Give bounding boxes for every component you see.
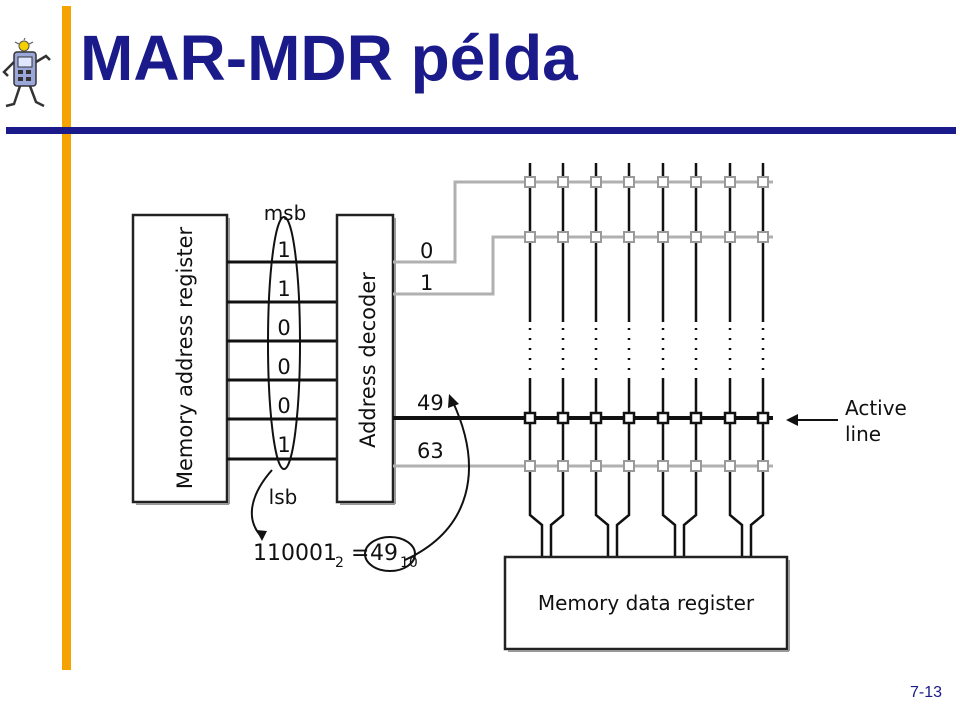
- address-bit-3: 0: [277, 355, 290, 379]
- equation-equals: =: [351, 541, 369, 566]
- msb-label: msb: [264, 201, 307, 225]
- memory-cell: [690, 176, 702, 188]
- memory-columns: [523, 163, 770, 557]
- active-memory-cell: [756, 411, 770, 425]
- memory-cell: [724, 176, 736, 188]
- address-bit-5: 1: [277, 433, 290, 457]
- memory-cell: [757, 231, 769, 243]
- memory-cell: [623, 176, 635, 188]
- result-circle: [364, 536, 416, 572]
- title-rule: [6, 127, 956, 134]
- active-memory-cell: [523, 411, 537, 425]
- memory-cell: [690, 231, 702, 243]
- decoder-output-49: 49: [417, 391, 444, 415]
- memory-cell: [724, 460, 736, 472]
- active-line-label-1: Active: [845, 396, 907, 420]
- mdr-bus-line: [728, 500, 744, 557]
- memory-cell: [557, 231, 569, 243]
- memory-cell: [590, 176, 602, 188]
- memory-cell: [524, 460, 536, 472]
- bits-ellipse: [267, 216, 301, 470]
- address-bit-2: 0: [277, 316, 290, 340]
- memory-cell: [724, 231, 736, 243]
- memory-cell: [657, 176, 669, 188]
- memory-cell: [524, 231, 536, 243]
- memory-cell: [657, 460, 669, 472]
- conversion-equation: 110001 2 = 49 10: [253, 536, 418, 572]
- address-bit-lines: [227, 260, 337, 461]
- active-line-pointer: Active line: [786, 396, 907, 446]
- memory-data-register: Memory data register: [503, 555, 790, 652]
- mascot-icon: [2, 38, 51, 108]
- memory-cell: [590, 460, 602, 472]
- memory-cell: [590, 231, 602, 243]
- memory-cell: [757, 460, 769, 472]
- memory-cell: [757, 176, 769, 188]
- mdr-bus-line: [528, 500, 544, 557]
- mar-label: Memory address register: [173, 227, 197, 490]
- mdr-label: Memory data register: [538, 591, 755, 615]
- address-bit-0: 1: [277, 238, 290, 262]
- decoder-output-0: 0: [420, 239, 433, 263]
- active-memory-cell: [622, 411, 636, 425]
- equation-decimal-base: 10: [400, 555, 418, 571]
- mdr-bus-line: [661, 500, 677, 557]
- memory-cell: [524, 176, 536, 188]
- mdr-bus-line: [594, 500, 610, 557]
- lsb-arrowhead: [256, 530, 267, 541]
- mdr-bus-line: [682, 500, 698, 557]
- result-curve-arrow: [404, 399, 470, 561]
- mdr-bus-line: [549, 500, 565, 557]
- address-decoder: Address decoder: [335, 213, 396, 505]
- memory-cell: [557, 460, 569, 472]
- active-memory-cell: [656, 411, 670, 425]
- address-bit-4: 0: [277, 394, 290, 418]
- memory-cell: [690, 460, 702, 472]
- decoder-output-63: 63: [417, 439, 444, 463]
- equation-decimal: 49: [370, 541, 398, 566]
- active-memory-cell: [589, 411, 603, 425]
- memory-address-register: Memory address register: [131, 213, 230, 505]
- equation-binary: 110001: [253, 541, 337, 566]
- active-memory-cell: [556, 411, 570, 425]
- decoder-output-1: 1: [420, 271, 433, 295]
- result-arrowhead: [448, 394, 459, 408]
- decoder-label: Address decoder: [356, 272, 380, 448]
- accent-bar: [62, 6, 71, 670]
- active-memory-cell: [723, 411, 737, 425]
- active-line-label-2: line: [845, 422, 881, 446]
- slide-title: MAR-MDR példa: [80, 22, 578, 94]
- page-number: 7-13: [909, 684, 942, 701]
- mdr-bus-line: [749, 500, 765, 557]
- mdr-bus-line: [615, 500, 631, 557]
- lsb-label: lsb: [269, 485, 298, 509]
- memory-cell: [623, 460, 635, 472]
- active-memory-cell: [689, 411, 703, 425]
- memory-cell: [623, 231, 635, 243]
- memory-cell: [657, 231, 669, 243]
- decoder-output-lines: [393, 180, 773, 468]
- memory-cell: [557, 176, 569, 188]
- equation-binary-base: 2: [335, 555, 344, 571]
- address-bit-1: 1: [277, 277, 290, 301]
